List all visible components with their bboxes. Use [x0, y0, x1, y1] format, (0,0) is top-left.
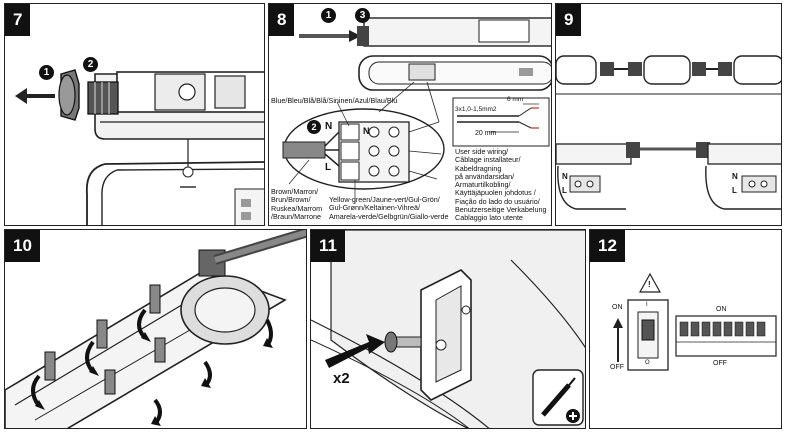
green-wire-label: Yellow-green/Jaune-vert/Gul-Grön/ Gul-Gr… [329, 195, 449, 221]
step9-l-right: L [732, 186, 737, 195]
step9-n-left: N [562, 172, 568, 181]
step-number-10: 10 [5, 230, 40, 262]
strip-length-20mm: 20 mm [475, 130, 497, 137]
step-number-9: 9 [556, 4, 582, 36]
step-number-12: 12 [590, 230, 625, 262]
terminal-l-label: L [325, 162, 332, 173]
callout-1: 1 [39, 65, 54, 80]
on-label-left: ON [612, 304, 623, 311]
step-number-11: 11 [311, 230, 345, 262]
step-11-illustration [311, 230, 585, 428]
user-side-line: Câblage installateur/ [455, 155, 521, 165]
brown-label-line: Ruskea/Marrom [271, 203, 323, 213]
off-label-left: OFF [610, 364, 624, 371]
step-8-illustration [282, 17, 551, 204]
user-side-line: Benutzerseitige Verkabelung [455, 205, 547, 215]
strip-length-6mm: 6 mm [507, 96, 524, 103]
on-label-right: ON [716, 306, 727, 313]
step-10-illustration [5, 230, 306, 428]
user-side-line: User side wiring/ [455, 147, 509, 156]
callout-3: 3 [355, 8, 370, 23]
step9-l-left: L [562, 186, 567, 195]
step-8-panel: 8 [268, 3, 552, 226]
step-number-7: 7 [5, 4, 31, 36]
step-number-8: 8 [269, 4, 295, 36]
step-12-illustration [613, 272, 777, 371]
step9-n-right: N [732, 172, 738, 181]
user-side-line: på användarsidan/ [455, 171, 515, 181]
user-side-line: Kabeldragning [455, 163, 502, 173]
terminal-n-label: N [325, 121, 333, 132]
user-side-line: Käyttäjäpuolen johdotus / [455, 188, 536, 198]
user-side-line: Armaturtilkobling/ [455, 180, 511, 190]
off-label-right: OFF [713, 360, 727, 367]
step-7-illustration [15, 69, 264, 225]
user-side-line: Cablaggio lato utente [455, 213, 523, 223]
green-label-line: Amarela-verde/Gelbgrün/Giallo-verde [329, 211, 449, 221]
blue-wire-label: Blue/Bleu/Blå/Blå/Sininen/Azul/Blau/Blu [271, 96, 398, 105]
step-9-panel: 9 N L N L [555, 3, 782, 226]
callout-2: 2 [83, 57, 98, 72]
screw-count: x2 [333, 370, 350, 387]
step-10-panel: 10 [4, 229, 307, 429]
warning-icon: ! [648, 280, 651, 289]
green-label-line: Yellow-green/Jaune-vert/Gul-Grön/ [329, 195, 440, 204]
switch-mark-i: I [646, 302, 648, 308]
callout-1: 1 [321, 8, 336, 23]
cable-spec: 3x1,0-1,5mm2 [455, 106, 497, 113]
step-11-panel: 11 x2 [310, 229, 586, 429]
step-9-illustration [556, 55, 781, 210]
green-label-line: Gul-Grønn/Keltainen-Vihreä/ [329, 203, 420, 213]
callout-2: 2 [307, 120, 321, 134]
user-side-line: Fiação do lado do usuário/ [455, 196, 540, 206]
switch-mark-o: O [645, 360, 650, 366]
brown-wire-label: Brown/Marron/ Brun/Brown/ Ruskea/Marrom … [271, 187, 323, 221]
step-7-panel: 7 1 2 [4, 3, 265, 226]
step-12-panel: 12 ! ON OFF I O ON OFF [589, 229, 782, 429]
user-side-wiring-label: User side wiring/ Câblage installateur/ … [455, 147, 547, 223]
brown-label-line: /Braun/Marrone [271, 211, 321, 221]
brown-label-line: Brown/Marron/ [271, 187, 319, 196]
terminal-inner-n: N [363, 126, 370, 136]
brown-label-line: Brun/Brown/ [271, 195, 311, 205]
